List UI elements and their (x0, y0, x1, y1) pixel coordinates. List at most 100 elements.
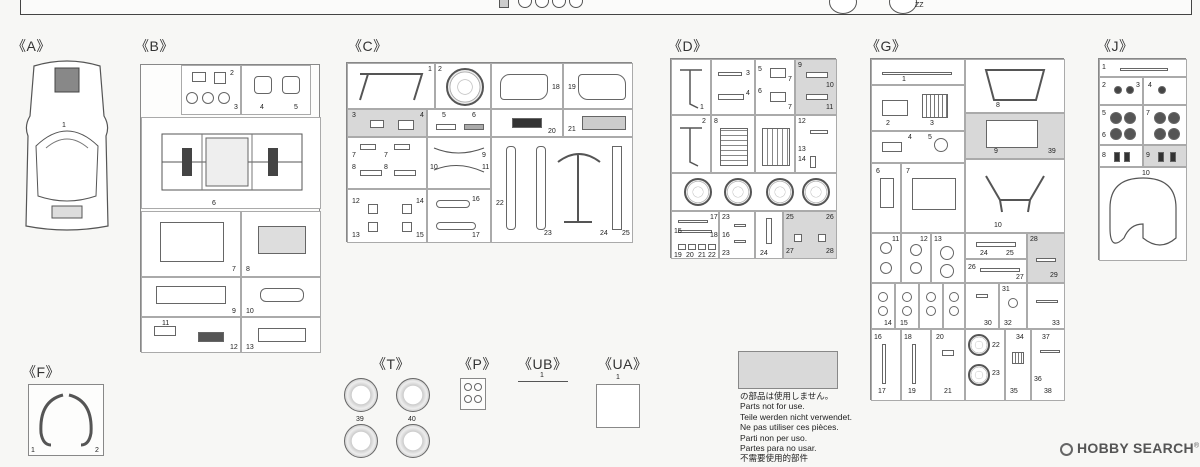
part-shape (154, 326, 176, 336)
part-number: 6 (1102, 132, 1106, 139)
part-number: 13 (798, 146, 806, 153)
part-cell (671, 173, 837, 211)
section-j-label: 《J》 (1097, 38, 1134, 54)
part-number: 36 (1034, 376, 1042, 383)
part-shape (578, 74, 626, 100)
part-shape (794, 234, 802, 242)
part-cell: 3 4 (711, 59, 755, 115)
section-b-label: 《B》 (135, 38, 174, 54)
part-shape (910, 262, 922, 274)
part-shape (766, 218, 772, 244)
part-number: 16 (472, 196, 480, 203)
part-shape (360, 170, 382, 176)
part-number: 26 (968, 264, 976, 271)
part-shape (810, 156, 816, 168)
part-number: 7 (232, 266, 236, 273)
part-number: 9 (232, 308, 236, 315)
part-cell: 15 (895, 283, 919, 329)
part-shape (512, 118, 542, 128)
part-cell: 33 (1027, 283, 1065, 329)
part-cell: 12 13 14 15 (347, 189, 427, 243)
part-number: 3 (746, 70, 750, 77)
ua-part (596, 384, 640, 428)
part-shape (770, 92, 786, 102)
legend-line: Parti non per uso. (740, 432, 808, 443)
part-cell: 24 25 (965, 233, 1027, 259)
part-number: 4 (260, 104, 264, 111)
hobby-search-watermark: HOBBY SEARCH® (1060, 440, 1199, 456)
part-number: 11 (892, 236, 900, 243)
part-number: 4 (908, 134, 912, 141)
part-number: 8 (996, 102, 1000, 109)
part-cell: 6 (141, 117, 321, 209)
part-shape (1170, 152, 1176, 162)
part-number: 9 (1146, 152, 1150, 159)
part-number: 5 (442, 112, 446, 119)
part-cell (919, 283, 943, 329)
part-number: 2 (230, 70, 234, 77)
part-shape (436, 222, 476, 230)
part-number: 7 (788, 76, 792, 83)
circle-icon (889, 0, 917, 14)
part-number: 25 (622, 230, 630, 237)
part-cell: 2 3 (181, 65, 241, 115)
watermark-text: HOBBY SEARCH (1077, 440, 1194, 456)
wheel-part (766, 178, 794, 206)
top-note: ZZ (915, 2, 924, 9)
part-shape (160, 222, 224, 262)
top-border-strip: ZZ (20, 0, 1192, 15)
part-number: 12 (798, 118, 806, 125)
part-shape (1012, 352, 1024, 364)
part-cell: 17 15 18 19 20 21 22 (671, 211, 719, 259)
part-cell: 18 (491, 63, 563, 109)
part-number: 3 (1136, 82, 1140, 89)
steering-wheel-part (968, 334, 990, 356)
part-shape (1154, 128, 1166, 140)
part-cell: 3 4 (347, 109, 427, 137)
part-number: 6 (758, 88, 762, 95)
part-number: 10 (994, 222, 1002, 229)
part-shape (192, 72, 206, 82)
part-number: 8 (1102, 152, 1106, 159)
part-number: 18 (710, 232, 718, 239)
part-shape (976, 294, 988, 298)
part-number: 1 (428, 66, 432, 73)
part-number: 21 (698, 252, 706, 259)
part-shape (734, 240, 746, 243)
part-shape (980, 268, 1020, 272)
part-number: 23 (722, 250, 730, 257)
part-number: 15 (674, 228, 682, 235)
part-number: 4 (1148, 82, 1152, 89)
tire-part (344, 378, 378, 412)
part-cell: 11 (871, 233, 901, 283)
part-number: 7 (788, 104, 792, 111)
part-number: 5 (294, 104, 298, 111)
part-number: 25 (786, 214, 794, 221)
part-shape (940, 264, 954, 278)
part-cell: 22 23 (965, 329, 1005, 401)
part-number: 4 (746, 90, 750, 97)
part-cell: 2 (435, 63, 491, 109)
part-shape (880, 262, 892, 274)
part-shape (402, 222, 412, 232)
part-shape (1168, 112, 1180, 124)
part-cell: 20 (491, 109, 563, 137)
part-number: 17 (472, 232, 480, 239)
part-shape (156, 286, 226, 304)
part-shape (464, 383, 472, 391)
part-shape (612, 146, 622, 230)
part-shape (474, 383, 482, 391)
part-number: 22 (992, 342, 1000, 349)
part-shape (882, 72, 952, 75)
part-shape (436, 124, 456, 130)
part-number: 9 (798, 62, 802, 69)
part-number: 13 (352, 232, 360, 239)
circle-icon (829, 0, 857, 14)
part-shape (214, 72, 226, 84)
part-number: 2 (1102, 82, 1106, 89)
part-shape (436, 200, 470, 208)
part-shape (536, 146, 546, 230)
part-number: 17 (878, 388, 886, 395)
part-number: 6 (876, 168, 880, 175)
part-shape (880, 242, 892, 254)
